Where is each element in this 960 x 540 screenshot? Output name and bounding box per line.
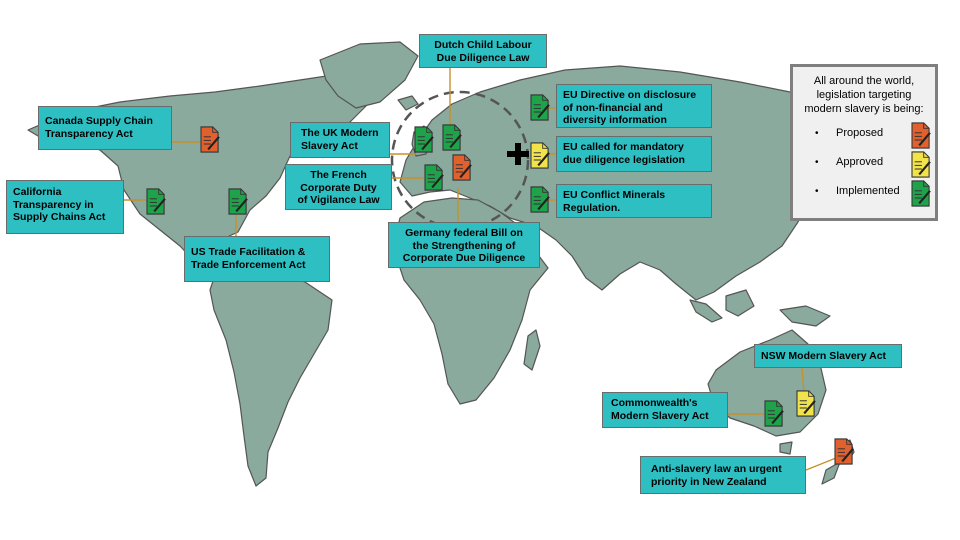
connectors [124,62,837,471]
document-pen-icon [442,124,462,151]
text-line: EU Conflict Minerals [563,189,666,201]
text-line: of Vigilance Law [297,194,380,207]
document-pen-icon [530,142,550,169]
document-pen-icon [530,186,550,213]
text-line: the Strengthening of [412,239,516,252]
document-pen-icon [414,126,434,153]
legend-bullet: • [815,157,819,169]
plus-cross-icon [507,143,529,165]
document-pen-icon [834,438,854,465]
legend-bullet: • [815,186,819,198]
text-line: Slavery Act [301,139,358,152]
text-line: modern slavery is being: [804,102,924,115]
legend-item-approved: • Approved [799,151,931,180]
text-line: All around the world, [813,75,915,87]
text-line: EU called for mandatory [563,141,684,153]
legend-label-implemented: Implemented [836,185,900,198]
callout-nsw-modern-slavery: NSW Modern Slavery Act [754,344,902,368]
text-line: Modern Slavery Act [611,409,709,422]
document-pen-icon [764,400,784,427]
tasmania [779,441,793,455]
document-pen-icon [424,164,444,191]
text-line: due diligence legislation [563,153,685,166]
text-line: Dutch Child Labour [434,39,532,51]
text-line: Due Diligence Law [436,51,530,64]
document-pen-icon [911,151,931,179]
text-line: Transparency Act [45,127,133,140]
legend-label-approved: Approved [836,156,884,169]
connector-nsw [801,367,805,393]
text-line: US Trade Facilitation & [191,246,306,258]
document-pen-icon [228,188,248,215]
text-line: Anti-slavery law an urgent [651,463,782,475]
document-pen-icon [530,94,550,121]
document-pen-icon [200,126,220,153]
text-line: Corporate Due Diligence [402,252,526,265]
greenland [319,41,419,109]
callout-us-trade-facilitation: US Trade Facilitation &Trade Enforcement… [184,236,330,282]
document-pen-icon [796,390,816,417]
document-pen-icon [911,180,931,208]
south-america [209,261,333,487]
europe-highlight-circle [390,90,530,230]
text-line: diversity information [563,114,667,127]
new-guinea [779,305,831,327]
madagascar [523,329,541,371]
text-line: Germany federal Bill on [405,227,523,239]
text-line: NSW Modern Slavery Act [761,350,887,362]
text-line: EU Directive on disclosure [563,89,697,101]
text-line: priority in New Zealand [651,475,767,488]
text-line: Corporate Duty [300,181,377,194]
legend: All around the world,legislation targeti… [790,64,938,221]
legend-label-proposed: Proposed [836,127,884,140]
text-line: The UK Modern [301,127,379,139]
document-pen-icon [452,154,472,181]
document-pen-icon [146,188,166,215]
borneo [725,289,755,317]
text-line: Trade Enforcement Act [191,258,306,271]
text-line: The French [310,169,367,181]
text-line: Supply Chains Act [13,211,106,224]
document-pen-icon [911,122,931,150]
legend-bullet: • [815,128,819,140]
text-line: legislation targeting [816,88,912,101]
connector-nz [805,457,837,471]
text-line: Commonwealth's [611,397,698,409]
sumatra [689,299,723,323]
legend-intro: All around the world,legislation targeti… [799,75,929,116]
text-line: Canada Supply Chain [45,115,153,127]
text-line: Regulation. [563,201,621,214]
text-line: of non-financial and [563,101,663,114]
legend-item-proposed: • Proposed [799,122,931,151]
legend-item-implemented: • Implemented [799,180,931,209]
text-line: California [13,186,62,198]
new-zealand-south [821,461,841,485]
iceland [397,95,419,111]
text-line: Transparency in [13,198,94,211]
